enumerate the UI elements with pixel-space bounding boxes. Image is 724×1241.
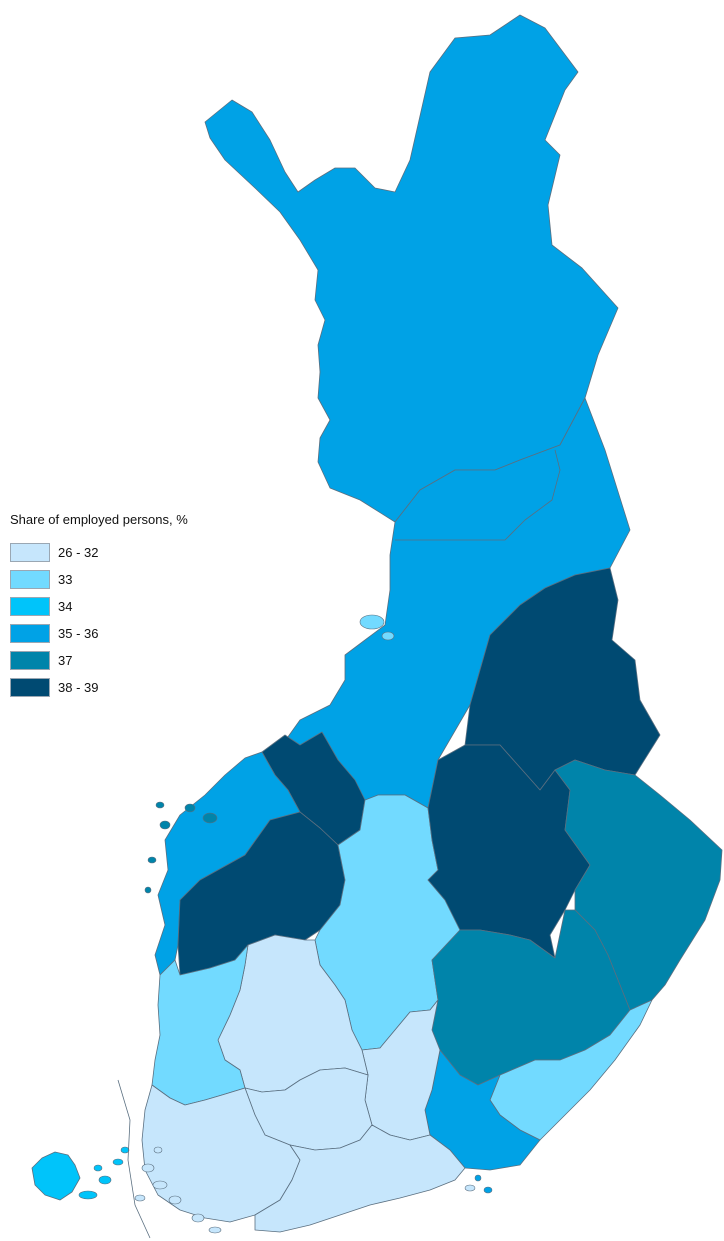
island <box>134 1194 146 1202</box>
island <box>208 1226 222 1234</box>
island <box>152 1180 168 1190</box>
region-lapland <box>204 14 619 523</box>
legend-item: 34 <box>10 593 270 620</box>
legend-label: 34 <box>58 599 73 614</box>
island <box>78 1190 98 1200</box>
archipelago-islands <box>78 614 493 1234</box>
legend-item: 26 - 32 <box>10 539 270 566</box>
island <box>202 812 218 824</box>
legend-swatch <box>10 678 50 697</box>
island <box>120 1146 130 1154</box>
coast-line <box>117 1079 151 1239</box>
legend-swatch <box>10 597 50 616</box>
legend-swatch <box>10 651 50 670</box>
legend-item: 35 - 36 <box>10 620 270 647</box>
legend-items: 26 - 32 33 34 35 - 36 37 38 - 39 <box>10 539 270 701</box>
island <box>147 856 157 864</box>
legend: Share of employed persons, % 26 - 32 33 34… <box>10 512 270 701</box>
island <box>112 1158 124 1166</box>
legend-item: 38 - 39 <box>10 674 270 701</box>
region-north-karelia <box>554 759 723 1011</box>
island <box>474 1174 482 1182</box>
legend-item: 33 <box>10 566 270 593</box>
legend-label: 38 - 39 <box>58 680 99 695</box>
island <box>464 1184 476 1192</box>
island <box>168 1195 182 1205</box>
island <box>93 1164 103 1172</box>
island <box>184 803 196 813</box>
legend-title: Share of employed persons, % <box>10 512 188 527</box>
region-satakunta <box>151 944 249 1106</box>
island <box>381 631 395 641</box>
island <box>155 801 165 809</box>
island <box>359 614 385 630</box>
region-north-savo <box>427 744 591 959</box>
island <box>483 1186 493 1194</box>
legend-swatch <box>10 624 50 643</box>
island <box>191 1213 205 1223</box>
island <box>144 886 152 894</box>
region-uusimaa <box>254 1124 466 1233</box>
island <box>98 1175 112 1185</box>
region-aland <box>31 1151 81 1201</box>
legend-item: 37 <box>10 647 270 674</box>
island <box>159 820 171 830</box>
legend-label: 37 <box>58 653 73 668</box>
subregion-boundary <box>299 811 321 829</box>
island <box>153 1146 163 1154</box>
subregion-boundary <box>395 449 561 541</box>
legend-label: 26 - 32 <box>58 545 99 560</box>
island <box>141 1163 155 1173</box>
legend-label: 33 <box>58 572 73 587</box>
legend-label: 35 - 36 <box>58 626 99 641</box>
legend-swatch <box>10 570 50 589</box>
legend-swatch <box>10 543 50 562</box>
